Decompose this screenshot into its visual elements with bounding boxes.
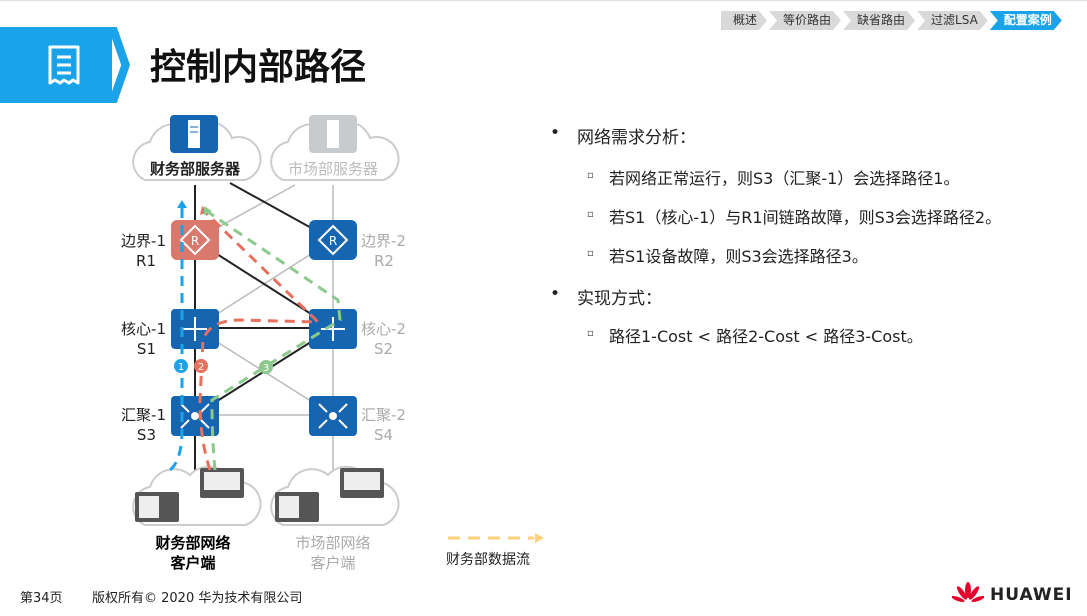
title-badge <box>0 27 112 103</box>
path-2-label: 2 <box>198 362 204 373</box>
s4-id: S4 <box>374 426 393 444</box>
switch-s4 <box>309 396 357 436</box>
router-r1: R <box>171 220 219 260</box>
s1-id: S1 <box>137 340 156 358</box>
s3-id: S3 <box>137 426 156 444</box>
market-server-label: 市场部服务器 <box>288 160 378 178</box>
path-3 <box>204 208 342 471</box>
network-diagram: 财务部服务器 市场部服务器 R R 1 2 3 边界-1 R1 核心-1 S1 … <box>121 115 544 572</box>
requirement-item: 若S1设备故障，则S3会选择路径3。 <box>609 247 868 266</box>
bullet-implementation: 实现方式： <box>577 289 662 309</box>
document-icon <box>48 45 80 85</box>
finance-clients-label-2: 客户端 <box>169 554 215 572</box>
r1-label: 边界-1 <box>121 232 166 250</box>
router-r2: R <box>309 220 357 260</box>
path-1 <box>168 205 184 472</box>
path-2 <box>198 210 322 471</box>
path-3-label: 3 <box>263 363 269 374</box>
market-clients-label-2: 客户端 <box>310 554 355 572</box>
path-1-label: 1 <box>178 362 184 373</box>
requirement-item: 若网络正常运行，则S3（汇聚-1）会选择路径1。 <box>609 169 960 188</box>
r2-label: 边界-2 <box>361 232 406 250</box>
s3-label: 汇聚-1 <box>121 406 166 424</box>
huawei-flower-icon <box>952 582 984 603</box>
legend-label: 财务部数据流 <box>446 552 530 568</box>
switch-s3 <box>171 396 219 436</box>
crumb-overview[interactable]: 概述 <box>721 11 767 30</box>
r2-id: R2 <box>374 252 394 270</box>
s1-label: 核心-1 <box>121 320 166 338</box>
huawei-logo: HUAWEI <box>952 582 1073 608</box>
top-divider <box>0 0 1087 1</box>
s2-label: 核心-2 <box>361 320 406 338</box>
page-title: 控制内部路径 <box>150 47 367 88</box>
svg-text:R: R <box>191 234 199 248</box>
requirement-item: 若S1（核心-1）与R1间链路故障，则S3会选择路径2。 <box>609 208 1002 227</box>
breadcrumb: 概述 等价路由 缺省路由 过滤LSA 配置案例 <box>721 11 1064 30</box>
market-clients-label: 市场部网络 <box>295 534 370 552</box>
crumb-config-case[interactable]: 配置案例 <box>990 11 1062 30</box>
implementation-item: 路径1-Cost < 路径2-Cost < 路径3-Cost。 <box>609 327 923 346</box>
r1-id: R1 <box>136 252 156 270</box>
copyright: 版权所有© 2020 华为技术有限公司 <box>92 591 303 606</box>
crumb-default-route[interactable]: 缺省路由 <box>843 11 915 30</box>
crumb-filter-lsa[interactable]: 过滤LSA <box>917 11 988 30</box>
svg-text:R: R <box>329 234 337 248</box>
finance-clients-label: 财务部网络 <box>155 534 230 552</box>
switch-s2 <box>309 309 357 349</box>
s4-label: 汇聚-2 <box>361 406 406 424</box>
bullet-requirements: 网络需求分析： <box>577 128 696 148</box>
finance-server-label: 财务部服务器 <box>150 160 241 178</box>
page-number: 第34页 <box>20 591 63 606</box>
crumb-ecmp[interactable]: 等价路由 <box>769 11 841 30</box>
s2-id: S2 <box>374 340 393 358</box>
